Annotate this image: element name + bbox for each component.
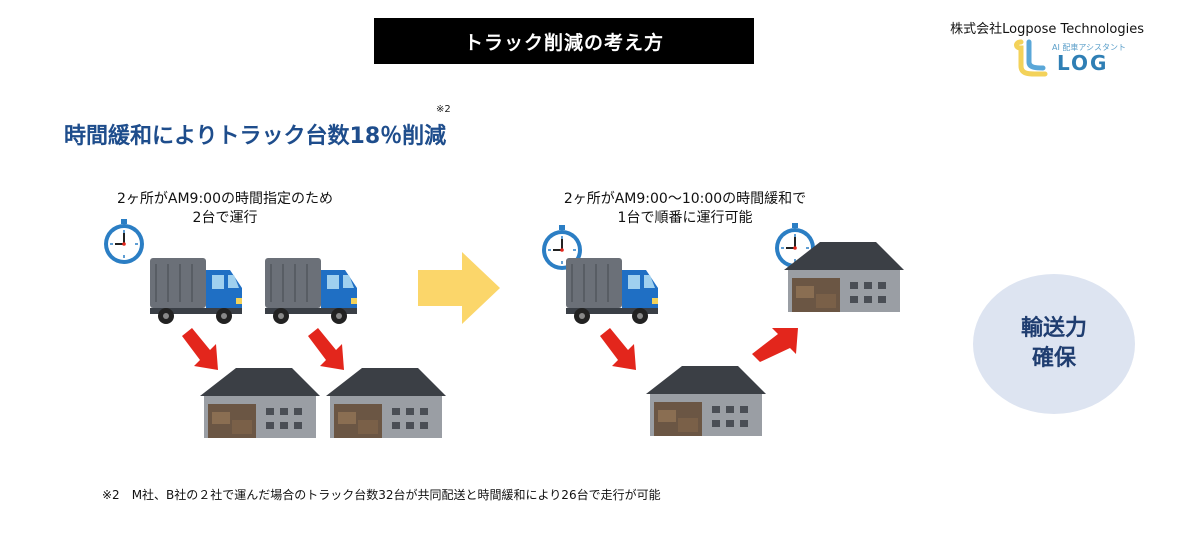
truck-icon <box>565 257 659 325</box>
after-caption-line2: 1台で順番に運行可能 <box>617 210 753 226</box>
log-logo-icon <box>1014 39 1048 77</box>
truck-icon <box>264 257 358 325</box>
red-arrow-icon <box>308 328 344 370</box>
before-caption-line2: 2台で運行 <box>192 210 258 226</box>
logo-tagline: AI 配車アシスタント <box>1052 43 1127 52</box>
truck-icon <box>149 257 243 325</box>
logo-name: LOG <box>1057 51 1109 75</box>
result-line1: 輸送力 <box>1020 316 1087 341</box>
red-arrow-icon <box>752 328 798 362</box>
red-arrow-icon <box>182 328 218 370</box>
after-caption-line1: 2ヶ所がAM9:00～10:00の時間緩和で <box>563 191 807 207</box>
warehouse-icon <box>200 368 320 438</box>
before-caption-line1: 2ヶ所がAM9:00の時間指定のため <box>116 191 333 207</box>
red-arrow-icon <box>600 328 636 370</box>
result-circle: 輸送力 確保 <box>973 274 1135 414</box>
after-caption: 2ヶ所がAM9:00～10:00の時間緩和で 1台で順番に運行可能 <box>540 190 830 228</box>
warehouse-icon <box>326 368 446 438</box>
note-mark: ※2 <box>436 104 451 115</box>
footnote: ※2 M社、B社の２社で運んだ場合のトラック台数32台が共同配送と時間緩和により… <box>102 488 661 502</box>
yellow-arrow-icon <box>418 252 500 324</box>
clock-icon <box>103 218 145 265</box>
headline: 時間緩和によりトラック台数18％削減 <box>64 124 447 149</box>
result-line2: 確保 <box>1031 346 1076 371</box>
warehouse-icon <box>646 366 766 436</box>
slide-title: トラック削減の考え方 <box>374 18 754 64</box>
before-caption: 2ヶ所がAM9:00の時間指定のため 2台で運行 <box>110 190 340 228</box>
company-name: 株式会社Logpose Technologies <box>950 22 1144 37</box>
